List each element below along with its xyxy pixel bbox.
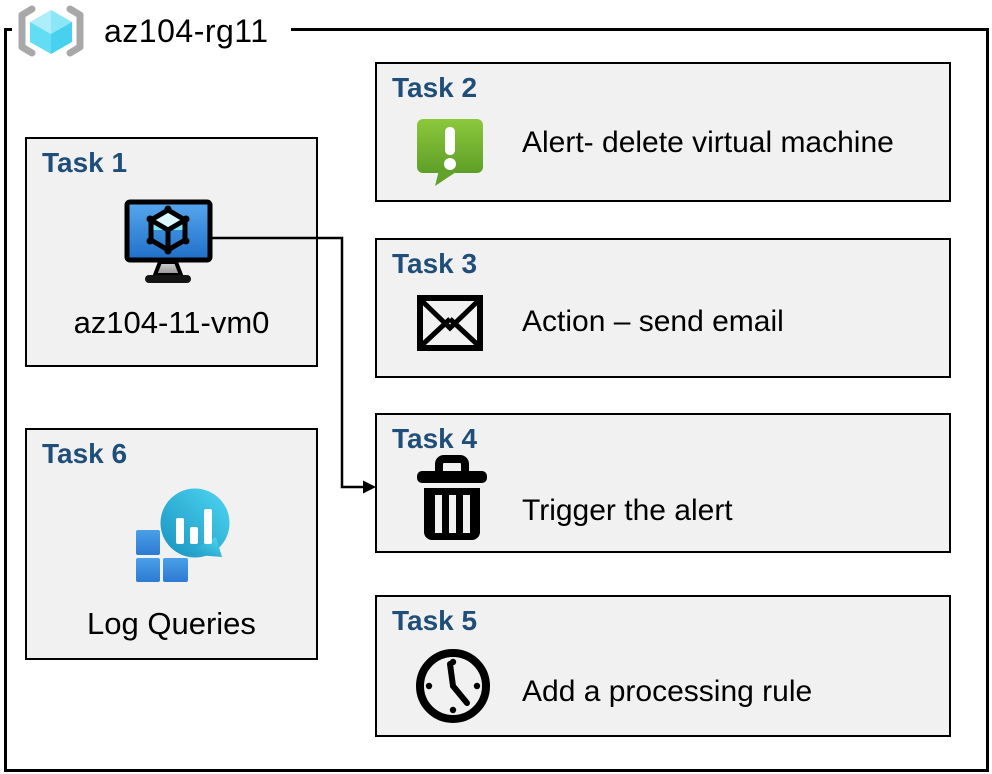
clock-icon xyxy=(416,649,490,723)
task6-box: Task 6 Log Queries xyxy=(25,428,318,660)
task5-text: Add a processing rule xyxy=(522,675,813,708)
task3-label: Task 3 xyxy=(392,248,478,279)
task4-box: Task 4 Trigger the alert xyxy=(375,413,951,553)
task2-label: Task 2 xyxy=(392,72,478,103)
task1-caption: az104-11-vm0 xyxy=(73,305,270,340)
task5-box: Task 5 Add a processing rule xyxy=(375,595,951,737)
task1-label: Task 1 xyxy=(42,147,128,178)
task4-text: Trigger the alert xyxy=(522,494,733,527)
task3-box: Task 3 Action – send email xyxy=(375,238,951,378)
resource-group-icon xyxy=(18,5,84,57)
trash-icon xyxy=(417,455,487,540)
virtual-machine-icon xyxy=(124,199,213,283)
email-envelope-icon xyxy=(417,295,483,351)
task2-box: Task 2 Alert- delete virtual machine xyxy=(375,62,951,202)
task5-label: Task 5 xyxy=(392,605,478,636)
task3-text: Action – send email xyxy=(522,305,784,338)
alert-message-icon xyxy=(417,119,483,186)
log-queries-icon xyxy=(136,488,230,582)
task6-caption: Log Queries xyxy=(87,606,256,641)
task2-text: Alert- delete virtual machine xyxy=(522,126,894,159)
task1-box: Task 1 az104-11-vm0 xyxy=(25,137,318,367)
resource-group-header: az104-rg11 xyxy=(12,2,291,60)
resource-group-name: az104-rg11 xyxy=(104,12,269,49)
task6-label: Task 6 xyxy=(42,438,128,469)
task4-label: Task 4 xyxy=(392,423,478,454)
